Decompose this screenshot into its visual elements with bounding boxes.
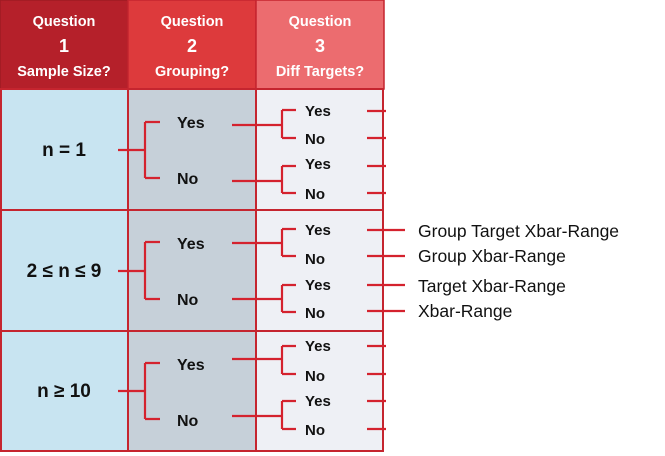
target-yes-label: Yes <box>305 222 331 239</box>
connector-grouping-no-to-targets <box>232 164 296 195</box>
grouping-no-label: No <box>177 171 199 188</box>
header-question-1-number: 1 <box>59 36 69 56</box>
target-no-label: No <box>305 131 325 148</box>
grouping-yes-label: Yes <box>177 236 205 253</box>
target-no-label: No <box>305 422 325 439</box>
header-question-3-bg <box>255 0 385 90</box>
target-yes-label: Yes <box>305 277 331 294</box>
row-n-2-to-9: 2 ≤ n ≤ 9 Yes No Yes No Yes No Group Tar… <box>27 221 619 322</box>
header-question-3-number: 3 <box>315 36 325 56</box>
connector-sample-to-grouping <box>118 120 160 180</box>
sample-size-label: n = 1 <box>42 140 86 161</box>
header-question-3-title: Diff Targets? <box>276 64 364 80</box>
target-yes-label: Yes <box>305 103 331 120</box>
row-n-equals-1: n = 1 Yes No Yes No Yes No <box>42 103 386 203</box>
target-yes-label: Yes <box>305 338 331 355</box>
header-question-1-title: Sample Size? <box>17 64 111 80</box>
header-question-3: Question 3 Diff Targets? <box>255 0 385 90</box>
header-question-3-label: Question <box>289 14 352 30</box>
result-group-xbar-range: Group Xbar-Range <box>418 246 566 266</box>
grouping-yes-label: Yes <box>177 115 205 132</box>
connector-targets-to-results <box>367 109 386 195</box>
connector-targets-to-results <box>367 228 405 313</box>
sample-size-label: n ≥ 10 <box>37 381 91 402</box>
header-question-1-label: Question <box>33 14 96 30</box>
connector-targets-to-results <box>367 344 386 431</box>
grouping-no-label: No <box>177 413 199 430</box>
column-grouping-bg <box>128 89 256 451</box>
target-yes-label: Yes <box>305 393 331 410</box>
header-question-2: Question 2 Grouping? <box>127 0 257 90</box>
result-group-target-xbar-range: Group Target Xbar-Range <box>418 221 619 241</box>
column-targets-bg <box>256 89 384 451</box>
connector-grouping-no-to-targets <box>232 283 296 314</box>
connector-sample-to-grouping <box>118 361 160 421</box>
header-question-2-number: 2 <box>187 36 197 56</box>
grouping-yes-label: Yes <box>177 357 205 374</box>
connector-grouping-no-to-targets <box>232 399 296 431</box>
column-sample-size-bg <box>0 89 128 451</box>
header-question-1: Question 1 Sample Size? <box>0 0 129 90</box>
target-no-label: No <box>305 305 325 322</box>
target-no-label: No <box>305 186 325 203</box>
connector-grouping-yes-to-targets <box>232 108 296 140</box>
target-no-label: No <box>305 368 325 385</box>
sample-size-label: 2 ≤ n ≤ 9 <box>27 261 102 282</box>
header-question-2-label: Question <box>161 14 224 30</box>
grouping-no-label: No <box>177 292 199 309</box>
header-question-2-bg <box>127 0 257 90</box>
row-n-10-plus: n ≥ 10 Yes No Yes No Yes No <box>37 338 386 439</box>
connector-grouping-yes-to-targets <box>232 227 296 258</box>
target-yes-label: Yes <box>305 156 331 173</box>
connector-grouping-yes-to-targets <box>232 344 296 376</box>
result-target-xbar-range: Target Xbar-Range <box>418 276 566 296</box>
result-xbar-range: Xbar-Range <box>418 301 512 321</box>
connector-sample-to-grouping <box>118 240 160 301</box>
target-no-label: No <box>305 251 325 268</box>
header-question-2-title: Grouping? <box>155 64 229 80</box>
